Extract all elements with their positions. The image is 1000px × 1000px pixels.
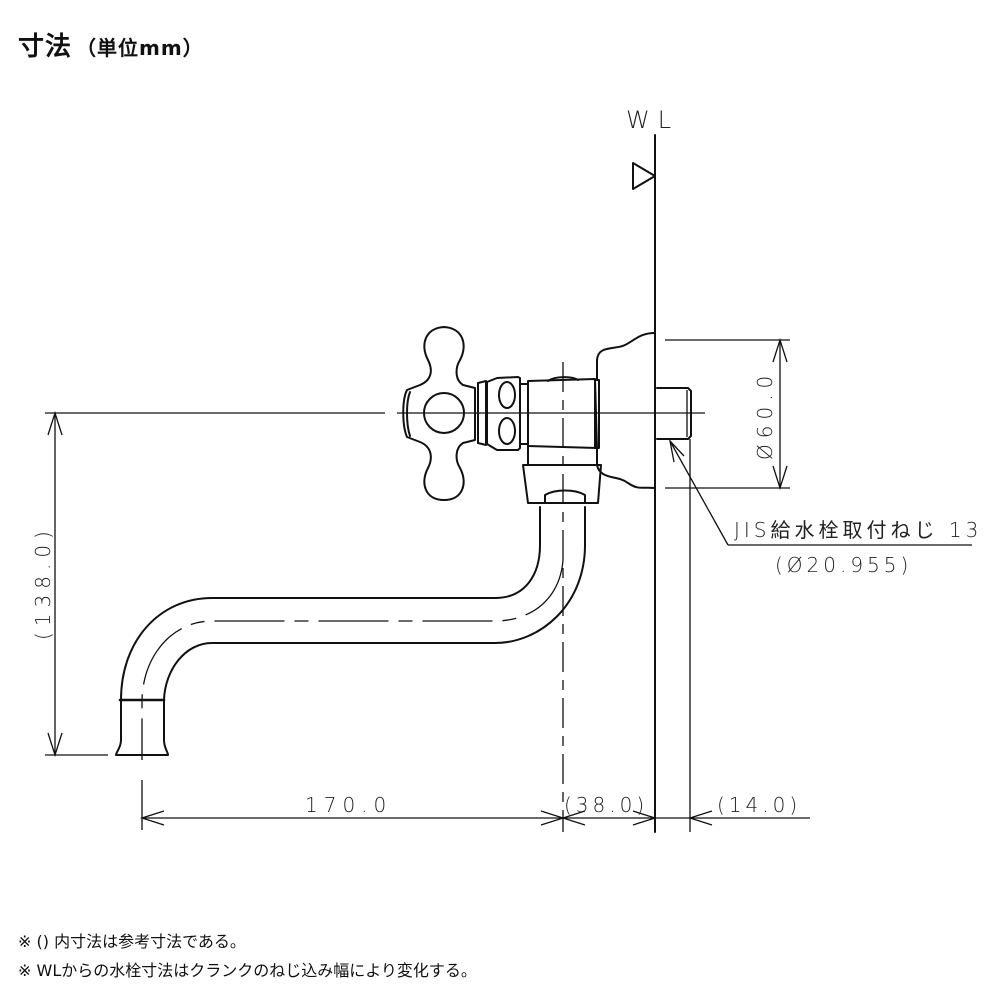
height-dimension-label: (138.0)	[31, 525, 55, 640]
title-unit: （単位mm）	[76, 36, 204, 60]
wall-marker-triangle-icon	[632, 162, 656, 190]
body-to-wall-label: (38.0)	[564, 793, 648, 817]
page-title: 寸法（単位mm）	[18, 26, 204, 63]
cross-handle	[402, 326, 476, 501]
height-dimension: (138.0)	[31, 410, 108, 758]
spout-reach-label: 170.0	[305, 793, 392, 817]
note-reference-dimensions: ※ () 内寸法は参考寸法である。	[18, 932, 246, 951]
handle-hub	[423, 392, 465, 434]
spout	[115, 506, 586, 760]
thread-callout: JIS給水栓取付ねじ 13 (Ø20.955)	[668, 438, 982, 577]
thread-callout-sub: (Ø20.955)	[775, 553, 912, 577]
threaded-connector	[656, 387, 692, 832]
thread-length-label: (14.0)	[717, 793, 801, 817]
note-wl-variation: ※ WLからの水栓寸法はクランクのねじ込み幅により変化する。	[18, 961, 477, 980]
flange-diameter-label: Ø60.0	[753, 370, 777, 460]
valve-body	[522, 332, 656, 832]
title-main: 寸法	[18, 32, 73, 62]
thread-callout-label: JIS給水栓取付ねじ 13	[734, 518, 982, 542]
bonnet	[477, 376, 529, 451]
bottom-dimensions: 170.0 (38.0) (14.0)	[139, 780, 810, 830]
wall-label: WL	[626, 106, 679, 134]
flange-diameter-dimension: Ø60.0	[665, 337, 790, 491]
